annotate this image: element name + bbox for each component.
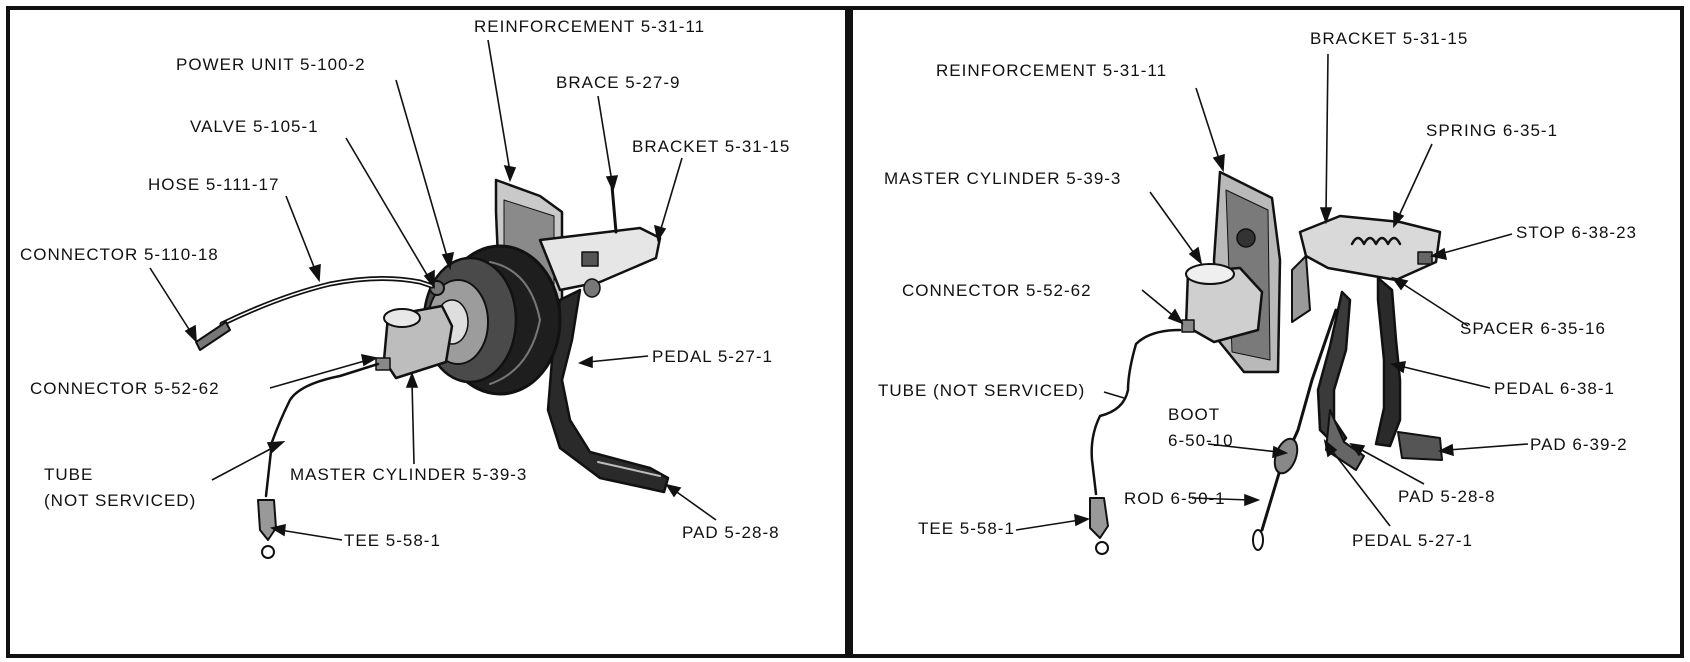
right-rod bbox=[1260, 308, 1338, 532]
right-bracket-box bbox=[1298, 214, 1442, 282]
right-panel-frame bbox=[849, 6, 1684, 658]
right-label-reinforcement: REINFORCEMENT 5-31-11 bbox=[936, 61, 1168, 80]
right-label-pad-lower: PAD 5-28-8 bbox=[1398, 487, 1496, 506]
left-brake-tube bbox=[264, 362, 380, 498]
right-label-connector: CONNECTOR 5-52-62 bbox=[902, 281, 1092, 300]
right-lower-pedal-arm bbox=[1316, 290, 1352, 450]
right-assembly-drawing bbox=[1089, 170, 1443, 555]
right-label-spacer: SPACER 6-35-16 bbox=[1460, 319, 1606, 338]
right-spring bbox=[1350, 236, 1402, 246]
left-label-connector-line: CONNECTOR 5-52-62 bbox=[30, 379, 220, 398]
right-tee bbox=[1089, 497, 1109, 539]
right-label-stop: STOP 6-38-23 bbox=[1516, 223, 1637, 242]
left-label-connector-hose: CONNECTOR 5-110-18 bbox=[20, 245, 219, 264]
right-label-pedal-lower: PEDAL 5-27-1 bbox=[1352, 531, 1473, 550]
left-label-tube-line1: TUBE bbox=[44, 465, 94, 484]
right-label-tube: TUBE (NOT SERVICED) bbox=[878, 381, 1086, 400]
left-label-pad: PAD 5-28-8 bbox=[682, 523, 780, 542]
right-leader-lines bbox=[1015, 53, 1529, 531]
right-stop bbox=[1417, 251, 1433, 265]
left-assembly-drawing bbox=[195, 178, 670, 559]
right-label-bracket: BRACKET 5-31-15 bbox=[1310, 29, 1469, 48]
left-tee bbox=[257, 499, 277, 541]
left-brace bbox=[610, 184, 618, 234]
left-label-valve: VALVE 5-105-1 bbox=[190, 117, 319, 136]
left-pedal-arm bbox=[546, 288, 670, 494]
left-hose-connector bbox=[195, 321, 231, 351]
right-label-boot-line1: BOOT bbox=[1168, 405, 1221, 424]
left-label-brace: BRACE 5-27-9 bbox=[556, 73, 681, 92]
left-leader-lines bbox=[149, 39, 717, 541]
right-label-pedal-upper: PEDAL 6-38-1 bbox=[1494, 379, 1615, 398]
left-label-bracket: BRACKET 5-31-15 bbox=[632, 137, 791, 156]
right-label-tee: TEE 5-58-1 bbox=[918, 519, 1015, 538]
right-label-spring: SPRING 6-35-1 bbox=[1426, 121, 1559, 140]
right-label-boot-line2: 6-50-10 bbox=[1168, 431, 1234, 450]
left-label-tube-line2: (NOT SERVICED) bbox=[44, 491, 197, 510]
left-label-pedal: PEDAL 5-27-1 bbox=[652, 347, 773, 366]
right-upper-pad bbox=[1397, 431, 1443, 461]
right-upper-pedal-arm bbox=[1374, 276, 1402, 448]
left-label-reinforcement: REINFORCEMENT 5-31-11 bbox=[474, 17, 706, 36]
right-brake-tube bbox=[1090, 328, 1182, 496]
right-label-pad-upper: PAD 6-39-2 bbox=[1530, 435, 1628, 454]
left-label-hose: HOSE 5-111-17 bbox=[148, 175, 280, 194]
left-label-tee: TEE 5-58-1 bbox=[344, 531, 441, 550]
left-bracket-arm bbox=[538, 226, 662, 292]
left-label-master-cylinder: MASTER CYLINDER 5-39-3 bbox=[290, 465, 528, 484]
right-label-rod: ROD 6-50-1 bbox=[1124, 489, 1226, 508]
left-panel-frame bbox=[6, 6, 849, 658]
left-label-power-unit: POWER UNIT 5-100-2 bbox=[176, 55, 366, 74]
right-label-master-cylinder: MASTER CYLINDER 5-39-3 bbox=[884, 169, 1122, 188]
